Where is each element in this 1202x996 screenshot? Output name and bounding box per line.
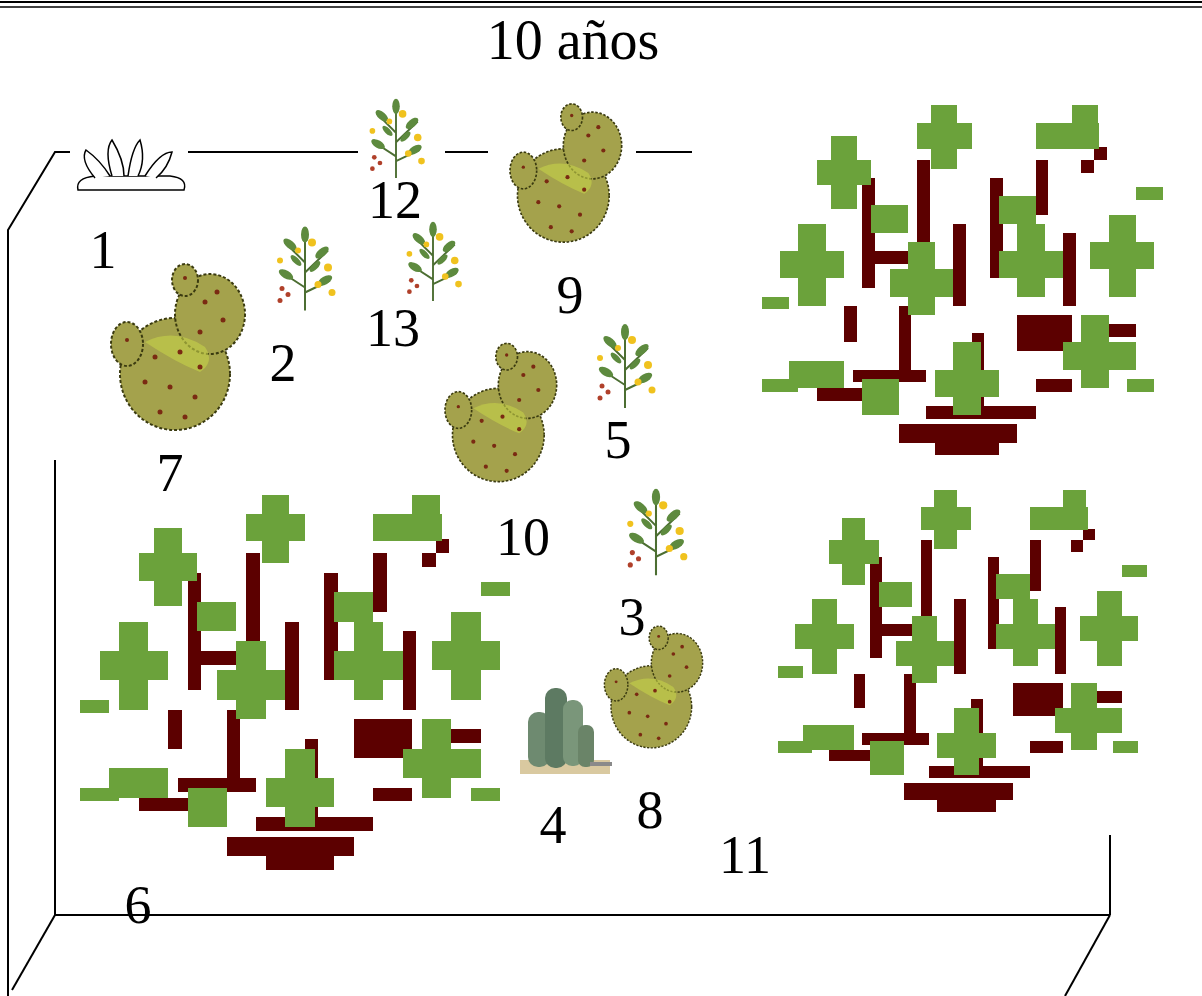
callout-number: 5: [605, 413, 632, 467]
callout-number: 2: [270, 336, 297, 390]
callout-number: 4: [540, 798, 567, 852]
callout-number: 8: [637, 783, 664, 837]
callout-number: 10: [496, 510, 550, 564]
callout-number: 13: [366, 301, 420, 355]
callout-number: 11: [719, 828, 771, 882]
callout-number: 1: [90, 223, 117, 277]
columnar-cactus: [520, 688, 612, 774]
callout-number: 6: [125, 878, 152, 932]
callout-number: 9: [557, 268, 584, 322]
callout-number: 3: [619, 590, 646, 644]
grass-tuft: [78, 140, 185, 190]
callout-number: 12: [368, 173, 422, 227]
callout-number: 7: [157, 446, 184, 500]
diagram-title: 10 años: [487, 12, 660, 68]
